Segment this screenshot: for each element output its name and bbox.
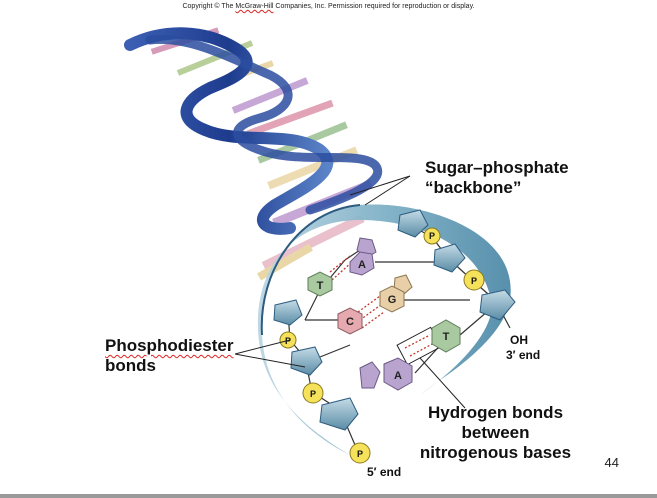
phosphodiester-line1: Phosphodiester (105, 336, 234, 355)
sugar-phosphate-line2: “backbone” (425, 178, 522, 197)
phosphate-4-label: P (310, 389, 316, 399)
phosphodiester-label: Phosphodiester bonds (105, 336, 233, 376)
oh-label: OH (510, 333, 528, 347)
page-number: 44 (604, 455, 619, 470)
hydrogen-line1: Hydrogen bonds (427, 403, 564, 422)
phosphate-2: P (463, 269, 485, 291)
phosphate-4: P (302, 382, 324, 404)
helix-strand-dark (124, 27, 334, 235)
hydrogen-line3: nitrogenous bases (419, 443, 572, 462)
base-G: G (379, 274, 413, 313)
sugar-groups (273, 209, 516, 431)
double-helix (124, 27, 383, 281)
helix-strand-back (145, 34, 383, 215)
sugar-phosphate-line1: Sugar–phosphate (425, 158, 569, 177)
sugar-4 (273, 299, 303, 326)
phosphate-5: P (349, 442, 371, 464)
hydrogen-line2: between (461, 423, 530, 442)
base-G-label: G (388, 294, 397, 306)
phosphodiester-line2: bonds (105, 356, 156, 375)
sugar-2 (433, 243, 466, 273)
base-T-left-label: T (317, 280, 324, 292)
leader-lines (234, 175, 466, 409)
base-C: C (337, 307, 363, 335)
backbone-ribbon (257, 204, 511, 455)
base-A-bottom-label: A (394, 370, 402, 382)
sugar-6 (319, 397, 359, 431)
base-A-top: A (349, 237, 377, 276)
sugar-3 (479, 289, 516, 321)
copyright-prefix: Copyright © The (182, 3, 236, 10)
sugar-5 (290, 346, 323, 376)
five-prime-end-label: 5′ end (367, 465, 402, 479)
phosphate-1-label: P (429, 231, 435, 241)
sugar-phosphate-label: Sugar–phosphate “backbone” (425, 158, 569, 198)
hydrogen-bonds-label: Hydrogen bonds between nitrogenous bases (418, 403, 573, 463)
base-A-top-label: A (358, 259, 366, 271)
base-T-right: T (431, 319, 461, 353)
hydrogen-bond-lines (329, 255, 435, 357)
sugar-1 (397, 209, 429, 238)
three-prime-end-label: 3′ end (506, 348, 541, 362)
leader-phosphodiester-upper (234, 339, 291, 355)
base-T-right-label: T (443, 331, 450, 343)
copyright-suffix: Companies, Inc. Permission required for … (273, 3, 475, 10)
bottom-divider (0, 494, 657, 498)
phosphate-1: P (423, 227, 441, 245)
copyright-company: McGraw-Hill (235, 3, 274, 10)
base-C-label: C (346, 316, 354, 328)
phosphate-5-label: P (357, 449, 363, 459)
base-T-left: T (307, 271, 333, 297)
leader-sugar-phosphate-upper (349, 175, 411, 196)
base-A-bottom: A (359, 357, 413, 391)
copyright-notice: Copyright © The McGraw-Hill Companies, I… (0, 3, 657, 10)
phosphate-2-label: P (471, 276, 477, 286)
leader-phosphodiester-lower (234, 353, 306, 368)
leader-hydrogen-bonds (419, 357, 466, 409)
